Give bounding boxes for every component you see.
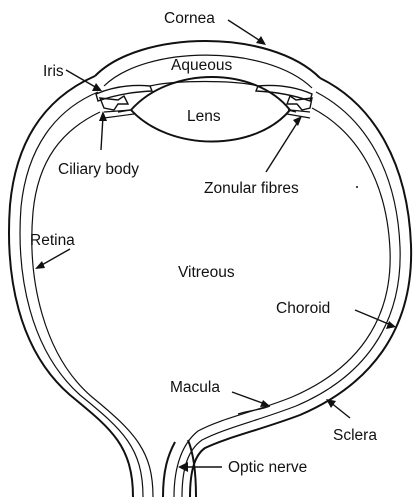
zonular-fibres-leader — [266, 120, 299, 172]
label-iris: Iris — [43, 63, 64, 80]
label-sclera: Sclera — [333, 427, 377, 444]
label-retina: Retina — [30, 232, 75, 249]
label-vitreous: Vitreous — [178, 264, 235, 281]
choroid-leader — [355, 310, 391, 325]
label-macula: Macula — [170, 379, 220, 396]
macula-leader — [232, 392, 265, 404]
leader-lines — [35, 20, 396, 472]
label-cornea: Cornea — [164, 10, 215, 27]
ciliary-body-leader — [101, 116, 103, 150]
label-ciliary-body: Ciliary body — [58, 161, 139, 178]
label-lens: Lens — [187, 108, 221, 125]
label-choroid: Choroid — [276, 300, 330, 317]
macula-dip — [238, 406, 270, 414]
label-aqueous: Aqueous — [171, 57, 232, 74]
label-zonular-fibres: Zonular fibres — [204, 180, 299, 197]
iris-leader — [66, 70, 97, 88]
stray-dot — [356, 186, 358, 188]
label-optic-nerve: Optic nerve — [228, 459, 307, 476]
retina-leader — [40, 249, 70, 266]
cornea-leader — [228, 20, 262, 42]
